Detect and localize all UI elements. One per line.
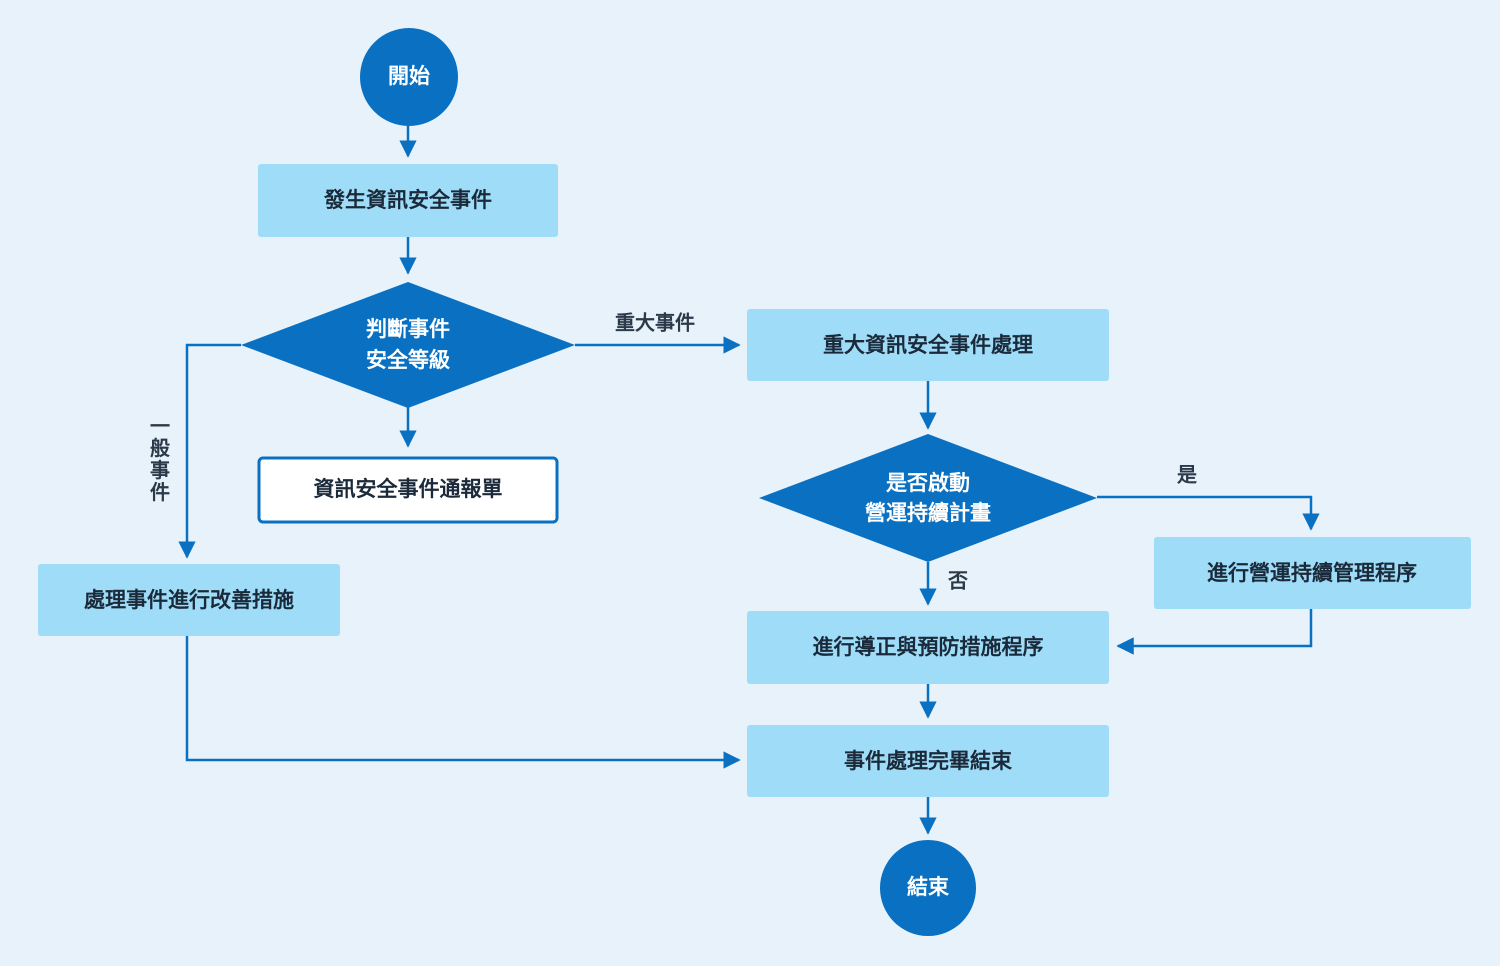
start-terminal bbox=[360, 28, 458, 126]
bcp-decision bbox=[759, 434, 1097, 562]
edge-bcp-yes bbox=[1097, 495, 1320, 531]
edge-label-no: 否 bbox=[947, 569, 968, 593]
major-handling-label: 重大資訊安全事件處理 bbox=[823, 333, 1033, 357]
edge-label-major: 重大事件 bbox=[615, 311, 695, 335]
handling-complete-box bbox=[747, 725, 1109, 797]
edge-judge-to-general bbox=[178, 343, 241, 559]
judge-level-label-line2: 安全等級 bbox=[366, 348, 450, 372]
report-form-box bbox=[257, 456, 559, 524]
report-form-label: 資訊安全事件通報單 bbox=[314, 477, 503, 501]
general-improvement-label: 處理事件進行改善措施 bbox=[84, 588, 294, 612]
incident-occurs-label: 發生資訊安全事件 bbox=[323, 188, 492, 212]
bcp-label-line1: 是否啟動 bbox=[886, 471, 970, 495]
judge-level-label-line1: 判斷事件 bbox=[366, 317, 450, 341]
corrective-preventive-box bbox=[747, 611, 1109, 684]
bcp-label-line2: 營運持續計畫 bbox=[865, 501, 991, 525]
bcm-procedure-label: 進行營運持續管理程序 bbox=[1207, 561, 1417, 585]
edge-label-yes: 是 bbox=[1176, 463, 1197, 487]
incident-occurs-box bbox=[258, 164, 558, 237]
handling-complete-label: 事件處理完畢結束 bbox=[844, 749, 1013, 773]
general-improvement-box bbox=[38, 564, 340, 636]
edge-general-to-complete bbox=[185, 636, 741, 769]
edge-bcm-to-corrective bbox=[1116, 609, 1313, 655]
bcm-procedure-box bbox=[1154, 537, 1471, 609]
start-label: 開始 bbox=[388, 64, 430, 88]
judge-level-decision bbox=[241, 282, 575, 408]
edge-label-general: 一般事件 bbox=[150, 414, 170, 504]
major-handling-box bbox=[747, 309, 1109, 381]
svg-text:一般事件: 一般事件 bbox=[150, 414, 170, 504]
end-label: 結束 bbox=[907, 875, 950, 899]
corrective-preventive-label: 進行導正與預防措施程序 bbox=[813, 635, 1044, 659]
end-terminal bbox=[880, 840, 976, 936]
